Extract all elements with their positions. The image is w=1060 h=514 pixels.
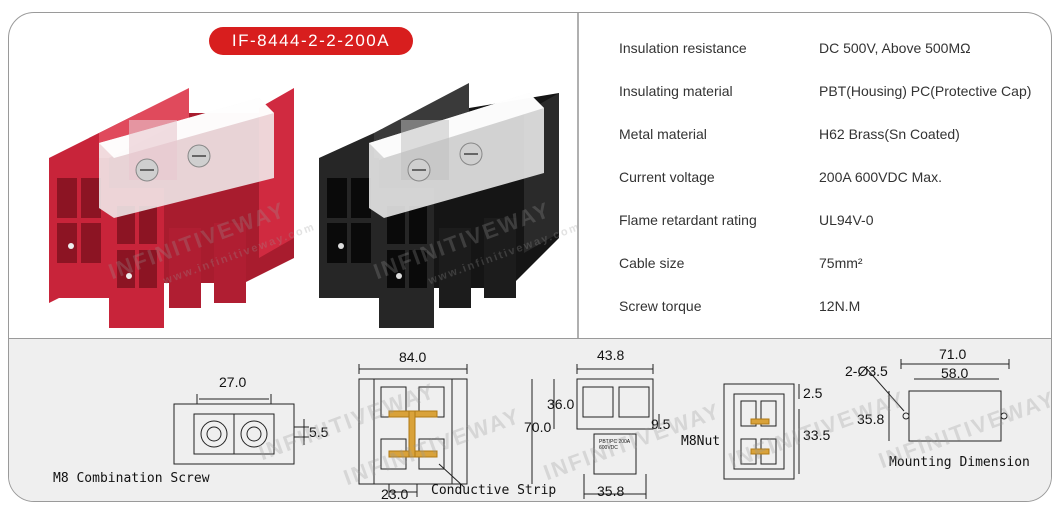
dim-strip-pitch: 23.0 xyxy=(381,486,409,502)
dim-mount-height: 35.8 xyxy=(857,411,885,427)
dim-side-overall: 70.0 xyxy=(524,419,552,435)
dim-side-base: 35.8 xyxy=(597,483,625,499)
spec-row: Screw torque 12N.M xyxy=(619,286,1049,329)
spec-row: Insulation resistance DC 500V, Above 500… xyxy=(619,28,1049,71)
spec-value: H62 Brass(Sn Coated) xyxy=(819,126,960,142)
spec-value: PBT(Housing) PC(Protective Cap) xyxy=(819,83,1032,99)
dim-mount-hole: 2-Ø3.5 xyxy=(845,363,888,379)
dim-strip-width: 84.0 xyxy=(399,349,427,365)
product-sheet-card: IF-8444-2-2-200A xyxy=(8,12,1052,502)
dim-nut-height: 33.5 xyxy=(803,427,831,443)
spec-row: Current voltage 200A 600VDC Max. xyxy=(619,157,1049,200)
red-terminal-block xyxy=(49,88,294,328)
top-section: IF-8444-2-2-200A xyxy=(9,13,1051,338)
spec-label: Current voltage xyxy=(619,169,715,185)
caption-m8-nut: M8Nut xyxy=(681,434,721,449)
spec-table: Insulation resistance DC 500V, Above 500… xyxy=(619,28,1049,329)
dim-side-offset: 9.5 xyxy=(651,416,671,432)
dim-side-top: 43.8 xyxy=(597,347,625,363)
drawings-svg xyxy=(173,359,1010,499)
spec-value: UL94V-0 xyxy=(819,212,874,228)
dim-mount-pitch: 58.0 xyxy=(941,365,969,381)
section-divider xyxy=(577,13,579,338)
black-terminal-block xyxy=(319,83,559,328)
conductive-strip-shape xyxy=(388,410,770,458)
dim-screw-width: 27.0 xyxy=(219,374,247,390)
spec-row: Flame retardant rating UL94V-0 xyxy=(619,200,1049,243)
spec-label: Metal material xyxy=(619,126,707,142)
spec-label: Flame retardant rating xyxy=(619,212,757,228)
spec-value: 200A 600VDC Max. xyxy=(819,169,942,185)
model-badge: IF-8444-2-2-200A xyxy=(209,27,413,55)
side-view xyxy=(531,364,660,499)
spec-label: Insulation resistance xyxy=(619,40,747,56)
nut-view xyxy=(723,383,800,480)
spec-value: DC 500V, Above 500MΩ xyxy=(819,40,971,56)
technical-drawings: 27.0 5.5 M8 Combination Screw 84.0 23.0 … xyxy=(9,338,1051,502)
dim-side-inner: 36.0 xyxy=(547,396,575,412)
cap-label: PBT/PC 200A 600VDC xyxy=(599,439,630,451)
product-photos xyxy=(49,83,559,328)
spec-row: Metal material H62 Brass(Sn Coated) xyxy=(619,114,1049,157)
caption-mounting-dimension: Mounting Dimension xyxy=(889,455,1030,470)
mounting-view xyxy=(866,359,1010,442)
spec-label: Screw torque xyxy=(619,298,702,314)
spec-label: Insulating material xyxy=(619,83,733,99)
spec-value: 12N.M xyxy=(819,298,861,314)
dim-nut-offset: 2.5 xyxy=(803,385,823,401)
dim-mount-outer: 71.0 xyxy=(939,346,967,362)
spec-row: Insulating material PBT(Housing) PC(Prot… xyxy=(619,71,1049,114)
dim-screw-height: 5.5 xyxy=(309,424,329,440)
spec-label: Cable size xyxy=(619,255,685,271)
screw-top-view xyxy=(173,394,309,465)
caption-conductive-strip: Conductive Strip xyxy=(431,483,557,498)
spec-row: Cable size 75mm² xyxy=(619,243,1049,286)
caption-combination-screw: M8 Combination Screw xyxy=(53,471,210,486)
spec-value: 75mm² xyxy=(819,255,863,271)
